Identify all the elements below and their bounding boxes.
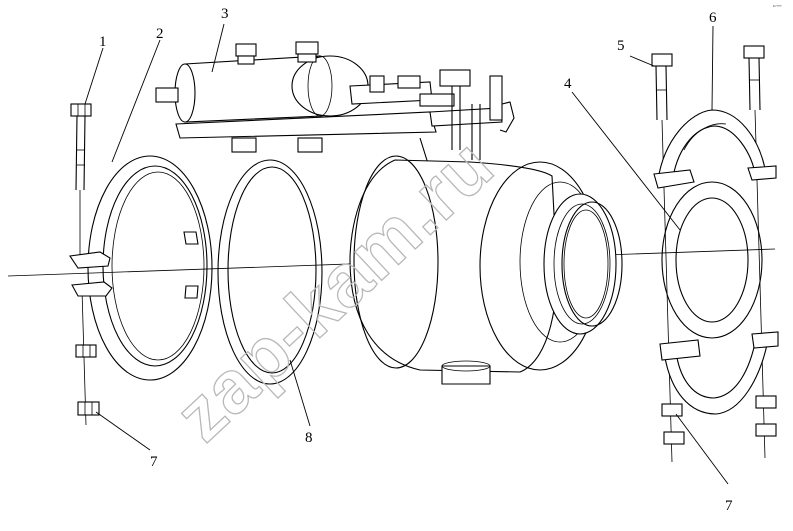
callout-5: 5: [617, 38, 625, 54]
right-nuts: [661, 395, 777, 445]
callout-4: 4: [564, 76, 572, 92]
left-nut-upper: [75, 344, 97, 358]
actuator-assembly: [155, 41, 515, 171]
valve-body: [349, 155, 623, 385]
callout-1: 1: [99, 34, 107, 50]
callout-6: 6: [709, 10, 717, 26]
corner-mark: ¹⁶ ⁰⁰⁰: [773, 4, 782, 9]
leader-2: [111, 39, 161, 163]
callout-8: 8: [305, 430, 313, 446]
left-nut-lower: [77, 401, 100, 416]
callout-7-left: 7: [150, 454, 158, 470]
callout-2: 2: [156, 26, 164, 42]
right-clamp-upper: [653, 109, 777, 189]
right-clamp-lower: [659, 331, 779, 415]
flange-gasket: [661, 181, 763, 339]
seal-ring: [217, 159, 323, 385]
left-clamp-ring: [69, 155, 213, 381]
leader-4: [571, 91, 681, 231]
leader-3: [211, 23, 225, 73]
leader-1: [84, 47, 104, 105]
leader-8: [289, 359, 311, 427]
leader-6: [711, 25, 714, 111]
leader-7a: [95, 411, 151, 451]
callout-3: 3: [221, 6, 229, 22]
callout-7-right: 7: [725, 498, 733, 514]
leader-7b: [675, 413, 729, 485]
leader-5: [629, 55, 655, 67]
